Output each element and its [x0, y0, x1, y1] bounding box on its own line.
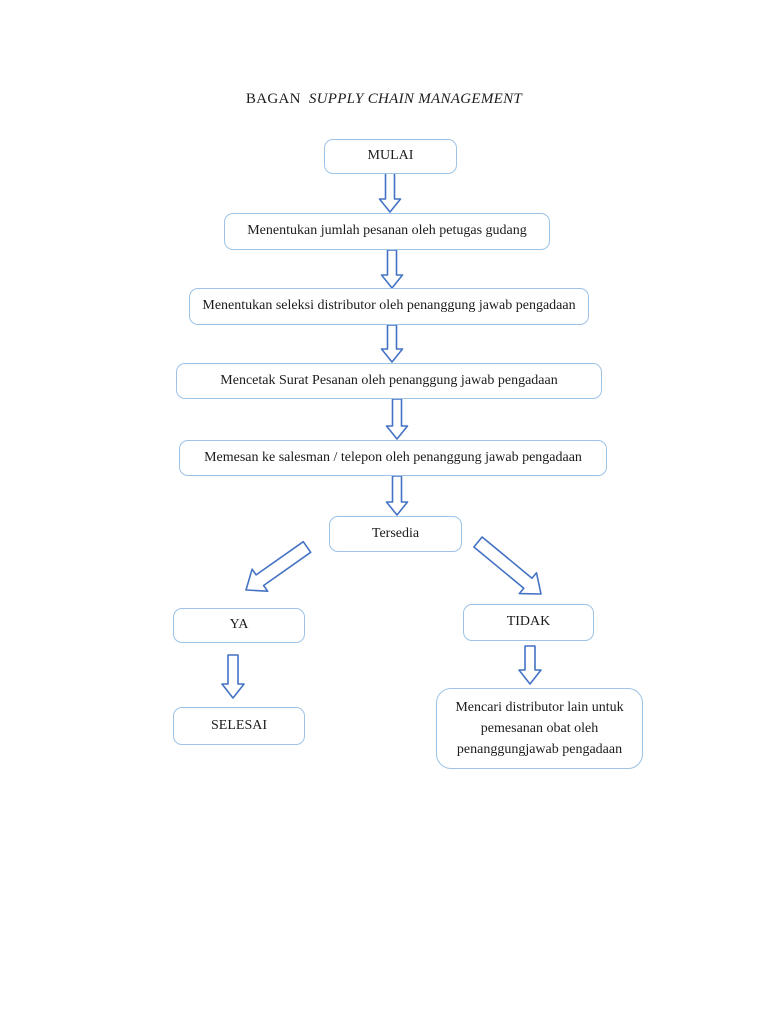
- arrow-tersedia-to-tidak: [473, 536, 542, 595]
- flow-node-mencari: Mencari distributor lain untuk pemesanan…: [436, 688, 643, 769]
- page-title-prefix: BAGAN: [245, 91, 301, 107]
- arrow-step2-to-step3: [380, 324, 404, 363]
- flow-node-tidak: TIDAK: [463, 604, 594, 641]
- arrow-mulai-to-step1: [378, 171, 402, 213]
- arrow-tersedia-to-ya: [245, 540, 312, 592]
- flow-node-ya: YA: [173, 608, 305, 643]
- arrow-step3-to-step4: [385, 398, 409, 440]
- page-title-italic: SUPPLY CHAIN MANAGEMENT: [308, 91, 523, 107]
- flow-node-mulai: MULAI: [324, 139, 457, 174]
- page-title: BAGAN SUPPLY CHAIN MANAGEMENT: [0, 91, 768, 108]
- flow-node-tersedia: Tersedia: [329, 516, 462, 552]
- flow-node-step3: Mencetak Surat Pesanan oleh penanggung j…: [176, 363, 602, 399]
- flow-node-step2: Menentukan seleksi distributor oleh pena…: [189, 288, 589, 325]
- arrow-ya-to-selesai: [221, 654, 245, 699]
- arrow-tidak-to-mencari: [518, 645, 542, 685]
- flow-node-step1: Menentukan jumlah pesanan oleh petugas g…: [224, 213, 550, 250]
- arrow-step1-to-step2: [380, 249, 404, 289]
- arrow-step4-to-tersedia: [385, 475, 409, 516]
- flow-node-step4: Memesan ke salesman / telepon oleh penan…: [179, 440, 607, 476]
- flow-node-selesai: SELESAI: [173, 707, 305, 745]
